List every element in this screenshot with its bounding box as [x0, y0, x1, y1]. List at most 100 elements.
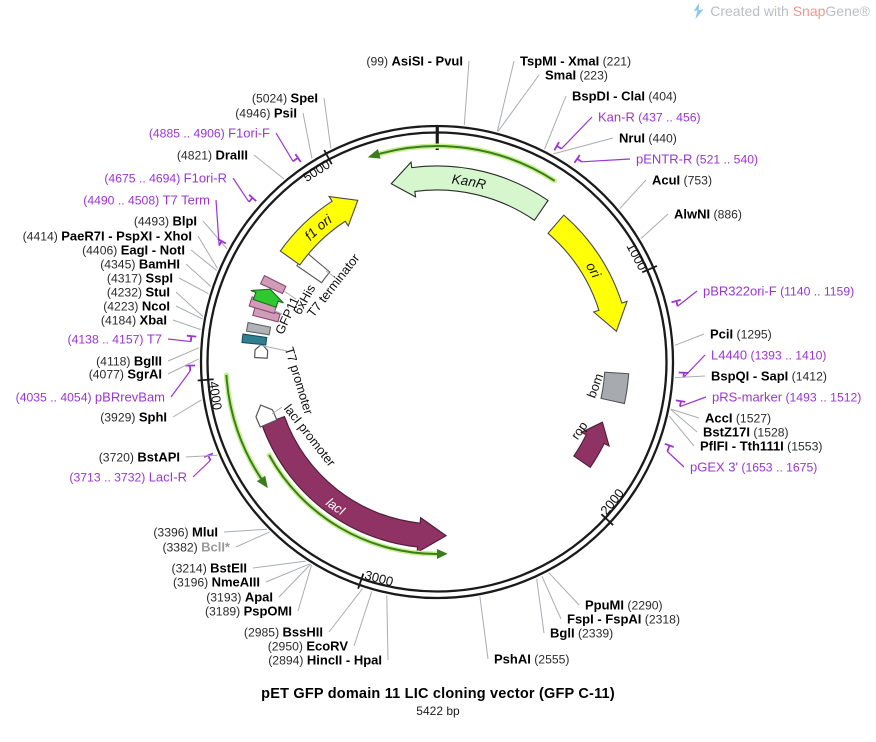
- site-leader-EcoRV: [353, 591, 373, 647]
- primer-leader-pGEX 3': [666, 450, 685, 468]
- site-label-T7 Term[interactable]: (4490 .. 4508) T7 Term: [83, 193, 210, 208]
- site-leader-ApaI: [278, 563, 311, 598]
- primer-leader-F1ori-R: [232, 177, 250, 203]
- tick-label-2000: 2000: [597, 486, 627, 518]
- orf-core-orf-lac-short: [225, 374, 264, 483]
- site-label-L4440[interactable]: L4440 (1393 .. 1410): [711, 348, 826, 363]
- site-label-ApaI[interactable]: (3193) ApaI: [206, 590, 273, 605]
- site-label-PciI[interactable]: PciI (1295): [710, 327, 772, 342]
- feature-lacI[interactable]: [261, 415, 448, 554]
- site-label-SpeI[interactable]: (5024) SpeI: [252, 91, 318, 106]
- site-label-BstAPI[interactable]: (3720) BstAPI: [99, 450, 180, 465]
- site-leader-EagI - NotI: [190, 249, 218, 271]
- site-label-pBR322ori-F[interactable]: pBR322ori-F (1140 .. 1159): [703, 284, 854, 299]
- feature-bom[interactable]: [600, 371, 630, 405]
- site-label-pRS-marker[interactable]: pRS-marker (1493 .. 1512): [712, 390, 861, 405]
- primer-leader-Kan-R: [561, 116, 593, 150]
- site-label-NcoI[interactable]: (4223) NcoI: [103, 299, 170, 314]
- site-label-SgrAI[interactable]: (4077) SgrAI: [89, 367, 162, 382]
- site-leader-PshAI: [479, 596, 489, 660]
- site-label-PaeR7I - PspXI - XhoI[interactable]: (4414) PaeR7I - PspXI - XhoI: [23, 229, 192, 244]
- map-length: 5422 bp: [416, 704, 460, 718]
- site-label-TspMI - XmaI[interactable]: TspMI - XmaI (221): [520, 54, 631, 69]
- site-label-NmeAIII[interactable]: (3196) NmeAIII: [173, 575, 260, 590]
- feature-ori[interactable]: [547, 214, 628, 333]
- site-label-BstEII[interactable]: (3214) BstEII: [172, 561, 247, 576]
- connector-4: [325, 270, 337, 279]
- site-label-EagI - NotI[interactable]: (4406) EagI - NotI: [82, 243, 185, 258]
- site-label-PspOMI[interactable]: (3189) PspOMI: [205, 604, 292, 619]
- site-label-pENTR-R[interactable]: pENTR-R (521 .. 540): [636, 152, 758, 167]
- site-leader-BspDI - ClaI: [544, 95, 567, 150]
- site-label-BspDI - ClaI[interactable]: BspDI - ClaI (404): [572, 89, 677, 104]
- orf-head-orf-lac-short: [256, 475, 268, 489]
- site-label-Kan-R[interactable]: Kan-R (437 .. 456): [598, 110, 701, 125]
- site-label-F1ori-R[interactable]: (4675 .. 4694) F1ori-R: [104, 171, 227, 186]
- site-leader-BamHI: [185, 263, 212, 287]
- site-label-FspI - FspAI[interactable]: FspI - FspAI (2318): [567, 612, 680, 627]
- feature-KanR[interactable]: [390, 160, 549, 222]
- site-leader-NmeAIII: [265, 563, 311, 583]
- site-label-BglII[interactable]: (4118) BglII: [96, 354, 162, 369]
- site-label-BglI[interactable]: BglI (2339): [550, 626, 613, 641]
- site-label-T7[interactable]: (4138 .. 4157) T7: [68, 332, 162, 347]
- site-leader-StuI: [175, 291, 204, 317]
- site-label-BspQI - SapI[interactable]: BspQI - SapI (1412): [711, 369, 827, 384]
- site-label-StuI[interactable]: (4232) StuI: [107, 285, 170, 300]
- site-label-SmaI[interactable]: SmaI (223): [545, 68, 608, 83]
- site-label-SspI[interactable]: (4317) SspI: [107, 271, 173, 286]
- feature-box-pink-a[interactable]: [259, 274, 287, 295]
- site-label-PpuMI[interactable]: PpuMI (2290): [585, 598, 663, 613]
- site-leader-FspI - FspAI: [541, 575, 562, 620]
- site-leader-BssHII: [328, 588, 363, 633]
- site-label-HincII - HpaI[interactable]: (2894) HincII - HpaI: [268, 653, 382, 668]
- site-label-SphI[interactable]: (3929) SphI: [100, 410, 167, 425]
- primer-tick-Kan-R: [553, 141, 560, 151]
- site-label-BssHII[interactable]: (2985) BssHII: [244, 625, 323, 640]
- feature-T7-promoter-glyph[interactable]: [254, 343, 269, 359]
- feature-box-gray[interactable]: [245, 321, 272, 336]
- site-leader-BglI: [536, 578, 545, 634]
- feature-rop[interactable]: [573, 421, 610, 469]
- site-leader-PsiI: [302, 112, 313, 159]
- site-label-BclI*[interactable]: (3382) BclI*: [162, 540, 230, 555]
- site-label-PflFI - Tth111I[interactable]: PflFI - Tth111I (1553): [700, 439, 822, 454]
- feature-GFP11-arrow[interactable]: [250, 288, 284, 308]
- site-label-PsiI[interactable]: (4946) PsiI: [235, 106, 297, 121]
- primer-leader-T7 Term: [215, 199, 220, 246]
- site-leader-DraIII: [253, 154, 285, 180]
- site-label-BamHI[interactable]: (4345) BamHI: [100, 257, 180, 272]
- feature-box-teal[interactable]: [241, 333, 268, 346]
- site-label-AsiSI - PvuI[interactable]: (99) AsiSI - PvuI: [366, 54, 463, 69]
- feature-f1-ori[interactable]: [279, 195, 359, 266]
- site-label-F1ori-F[interactable]: (4885 .. 4906) F1ori-F: [149, 126, 270, 141]
- site-label-AlwNI[interactable]: AlwNI (886): [674, 207, 742, 222]
- site-leader-PflFI - Tth111I: [668, 415, 695, 447]
- primer-leader-pBRrevBam: [170, 370, 191, 398]
- site-label-pBRrevBam[interactable]: (4035 .. 4054) pBRrevBam: [16, 390, 165, 405]
- site-label-EcoRV[interactable]: (2950) EcoRV: [268, 639, 349, 654]
- site-label-pGEX 3'[interactable]: pGEX 3' (1653 .. 1675): [690, 460, 817, 475]
- site-label-BstZ17I[interactable]: BstZ17I (1528): [703, 425, 789, 440]
- site-label-XbaI[interactable]: (4184) XbaI: [101, 313, 167, 328]
- site-label-LacI-R[interactable]: (3713 .. 3732) LacI-R: [69, 470, 187, 485]
- connector-2: [258, 344, 288, 352]
- site-label-BlpI[interactable]: (4493) BlpI: [134, 214, 197, 229]
- site-leader-SmaI: [497, 74, 540, 132]
- snapgene-bolt-icon: [693, 3, 704, 19]
- site-label-AccI[interactable]: AccI (1527): [705, 411, 771, 426]
- site-label-PshAI[interactable]: PshAI (2555): [494, 652, 569, 667]
- site-label-DraIII[interactable]: (4821) DraIII: [177, 148, 248, 163]
- site-leader-AlwNI: [640, 213, 669, 239]
- site-leader-PciI: [674, 333, 705, 346]
- site-leader-XbaI: [172, 319, 201, 331]
- feature-box-pink-c[interactable]: [252, 305, 281, 323]
- site-label-MluI[interactable]: (3396) MluI: [153, 525, 218, 540]
- orf-head-orf-lac-long: [437, 549, 448, 559]
- site-leader-BlpI: [202, 220, 228, 250]
- site-label-AcuI[interactable]: AcuI (753): [652, 173, 712, 188]
- site-leader-BglII: [167, 347, 200, 362]
- feature-lacI-promoter-glyph[interactable]: [252, 402, 278, 428]
- site-label-NruI[interactable]: NruI (440): [619, 131, 677, 146]
- site-leader-MluI: [223, 528, 267, 533]
